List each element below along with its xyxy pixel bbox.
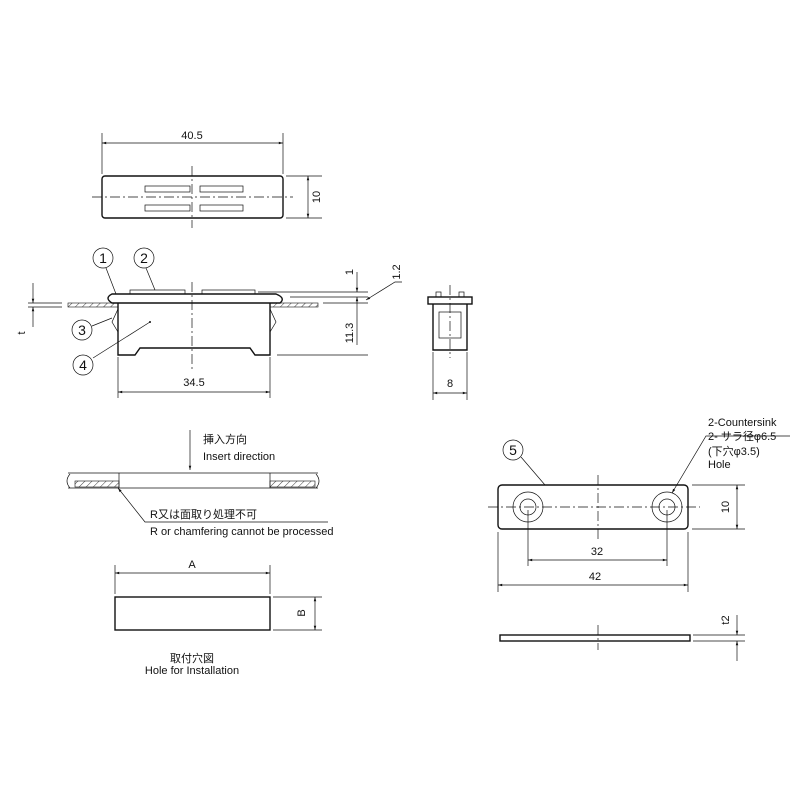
hole-title-jp: 取付穴図 [170,651,214,665]
dim-top-width: 40.5 [181,130,202,142]
dim-top-height: 10 [311,191,323,203]
dim-plate-length: 42 [589,571,601,583]
dim-sheet-1-2: 1.2 [391,264,403,279]
dim-plate-thickness: t2 [720,615,732,624]
note-en: R or chamfering cannot be processed [150,526,333,538]
svg-text:1: 1 [99,250,107,266]
plate-section: 5 2-Countersink 2- サラ径φ6.5 (下穴φ3.5) Hole… [488,417,790,661]
callout-4: 4 [72,321,151,376]
dim-thickness-t: t [16,331,28,334]
plate-note-2: 2- サラ径φ6.5 [708,430,776,443]
hole-section: A B 取付穴図 Hole for Installation [114,559,322,677]
dim-height-11-3: 11.3 [344,323,356,344]
dim-flange-1: 1 [344,269,356,275]
svg-text:5: 5 [509,442,517,458]
dim-a: A [188,559,196,571]
dim-end-width: 8 [447,378,453,390]
callout-3: 3 [71,317,113,341]
svg-text:3: 3 [78,322,86,338]
insert-section: 挿入方向 Insert direction R又は面取り処理不可 R or ch… [66,430,333,538]
plate-note-4: Hole [708,459,731,471]
dim-b: B [296,609,308,616]
side-view: 1 2 3 4 t 1 11.3 1.2 34.5 [16,247,403,398]
dim-hole-pitch: 32 [591,546,603,558]
svg-text:2: 2 [140,250,148,266]
insert-direction-jp: 挿入方向 [203,432,247,446]
plate-note-1: 2-Countersink [708,417,777,429]
callout-1: 1 [92,247,117,295]
plate-note-3: (下穴φ3.5) [708,444,760,458]
note-jp: R又は面取り処理不可 [150,508,257,521]
dim-plate-height: 10 [720,501,732,513]
top-view: 40.5 10 [92,130,323,228]
callout-2: 2 [133,247,156,291]
dim-body-width: 34.5 [183,377,204,389]
end-view: 8 [427,285,473,400]
insert-direction-en: Insert direction [203,451,275,463]
hole-title-en: Hole for Installation [145,665,239,677]
callout-5: 5 [502,439,546,486]
svg-text:4: 4 [79,357,87,373]
